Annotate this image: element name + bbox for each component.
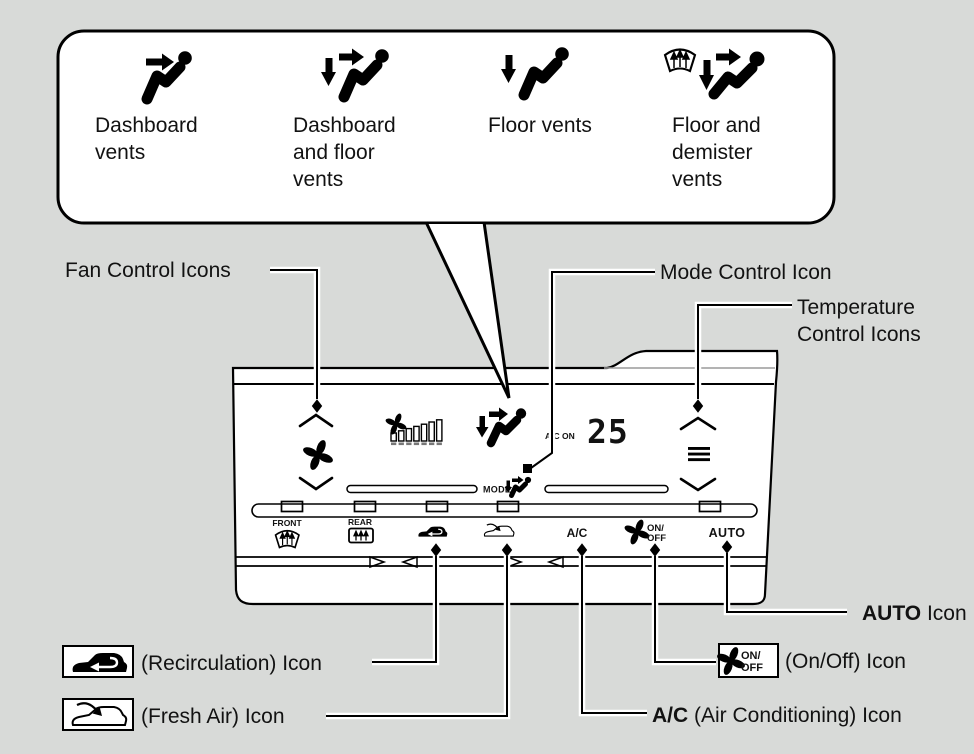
temp-up-icon [679, 416, 717, 431]
recirculation-label: (Recirculation) Icon [141, 652, 322, 675]
fan-down-icon [298, 476, 334, 491]
panel-body [231, 349, 779, 606]
vent-label: vents [672, 168, 722, 191]
leader-line [326, 556, 508, 717]
mode-left-slider [346, 484, 478, 494]
fan-up-icon [298, 413, 334, 428]
fan-on-label: ON/ [647, 523, 664, 534]
vent-label: vents [95, 141, 145, 164]
leader-line [697, 304, 792, 399]
temp-down-icon [679, 477, 717, 492]
fan-control-icons [298, 413, 335, 491]
vent-label: Dashboard [95, 114, 198, 137]
vent-item-dashboard-floor: Dashboard and floor vents [293, 48, 396, 191]
vent-label: demister [672, 141, 753, 164]
callout-auto: AUTO Icon [721, 540, 967, 625]
leader-line [654, 556, 716, 663]
fan-onoff-button: ON/ OFF [623, 518, 666, 546]
fresh-air-label: (Fresh Air) Icon [141, 705, 285, 728]
vent-label: Floor and [672, 114, 761, 137]
leader-line [372, 556, 437, 663]
ac-icon-label: A/C (Air Conditioning) Icon [652, 704, 902, 727]
vent-label: Floor vents [488, 114, 592, 137]
fan-off-label: OFF [647, 533, 666, 544]
callout-mode-control: Mode Control Icon [523, 261, 832, 473]
onoff-label: (On/Off) Icon [785, 650, 906, 673]
callout-fan-control: Fan Control Icons [65, 259, 323, 413]
vent-item-floor-demister: Floor and demister vents [663, 48, 765, 191]
mode-right-slider [544, 484, 669, 494]
callout-fresh-air: (Fresh Air) Icon [62, 543, 513, 731]
leader-square [523, 464, 532, 473]
onoff-box-on: ON/ [741, 650, 761, 662]
vent-label: and floor [293, 141, 375, 164]
vent-label: Dashboard [293, 114, 396, 137]
floor-and-demister-vents-icon [663, 48, 765, 100]
fan-speed-gauge [384, 412, 443, 446]
bubble-body [56, 29, 836, 225]
front-defrost-label: FRONT [272, 518, 302, 528]
leader-line [726, 553, 847, 613]
vent-item-dashboard: Dashboard vents [95, 51, 198, 164]
floor-vents-icon [501, 47, 569, 101]
temperature-control-label-line1: Temperature [797, 296, 915, 319]
dashboard-vents-icon [141, 51, 192, 105]
mode-label: MODE [483, 485, 511, 495]
auto-icon-label: AUTO Icon [862, 602, 967, 625]
fan-control-label: Fan Control Icons [65, 259, 231, 282]
indicator-windows [280, 500, 722, 513]
vent-item-floor: Floor vents [488, 47, 592, 137]
callout-temperature-control: Temperature Control Icons [692, 296, 921, 413]
temperature-control-icons [679, 416, 717, 492]
climate-panel: A/C ON 25 MODE FRON [231, 349, 779, 606]
ac-on-indicator: A/C ON [545, 431, 575, 441]
leader-line [530, 271, 655, 469]
vent-modes-bubble: Dashboard vents Dashboard and floor vent… [56, 29, 836, 399]
temp-level-icon [688, 447, 710, 462]
vent-label: vents [293, 168, 343, 191]
callout-onoff: ON/ OFF (On/Off) Icon [649, 543, 906, 678]
temperature-control-label-line2: Control Icons [797, 323, 921, 346]
leader-line [270, 269, 318, 399]
mode-mini-person-icon [504, 476, 532, 498]
leader-line [581, 556, 647, 714]
rear-defrost-label: REAR [348, 517, 372, 527]
ac-button-label: A/C [567, 526, 588, 540]
callout-recirculation: (Recirculation) Icon [62, 543, 442, 678]
temperature-display: 25 [587, 412, 629, 451]
callout-ac: A/C (Air Conditioning) Icon [576, 543, 902, 727]
mode-display-person-icon [476, 407, 527, 448]
dashboard-and-floor-vents-icon [321, 48, 389, 103]
auto-button-label: AUTO [709, 526, 746, 540]
mode-control-label: Mode Control Icon [660, 261, 832, 284]
onoff-box-off: OFF [741, 662, 763, 674]
indicator-bar [251, 503, 758, 518]
